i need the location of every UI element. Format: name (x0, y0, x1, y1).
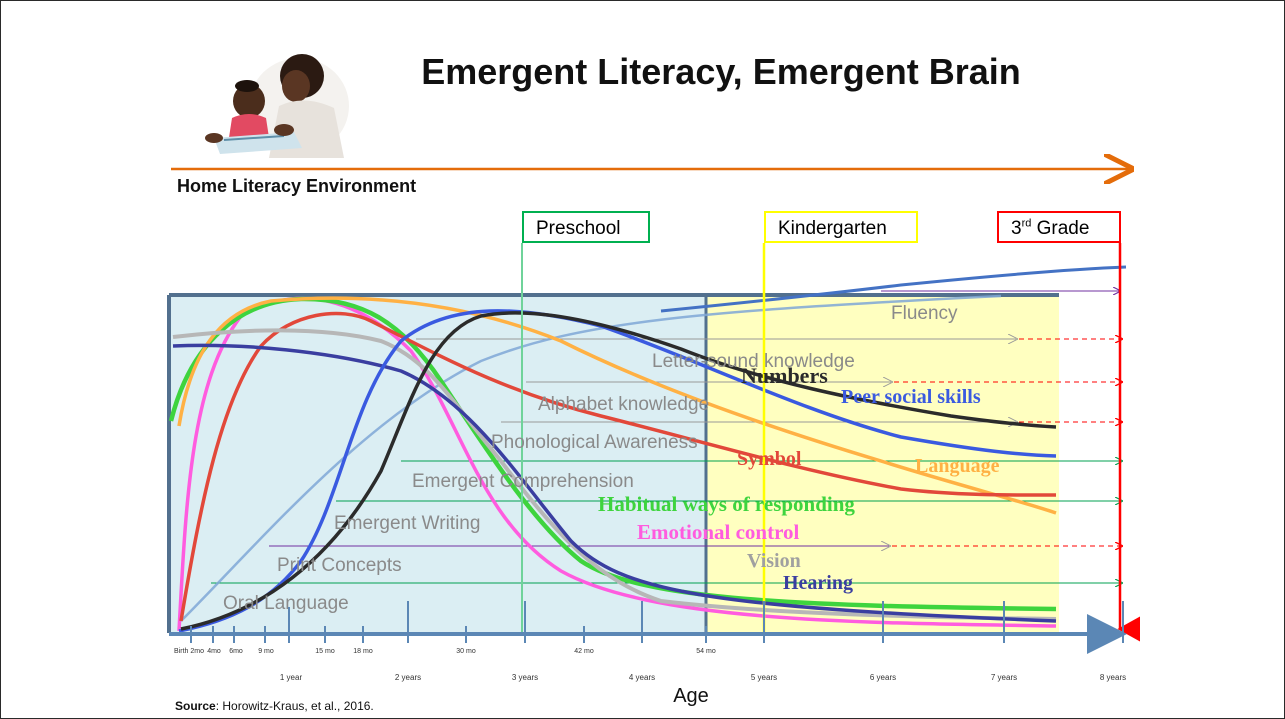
tick-4mo: 4mo (207, 648, 221, 655)
curve-orange (177, 296, 1057, 515)
tick-2-years: 2 years (395, 673, 421, 682)
source-text: : Horowitz-Kraus, et al., 2016. (215, 699, 374, 713)
label-hearing: Hearing (783, 572, 853, 594)
label-comprehension: Emergent Comprehension (412, 471, 634, 492)
preschool-box: Preschool (522, 211, 650, 243)
development-curves (168, 265, 1127, 633)
label-alphabet: Alphabet knowledge (538, 394, 709, 415)
curve-black (180, 311, 1057, 631)
mother-child-photo (184, 46, 356, 158)
label-print: Print Concepts (277, 555, 402, 576)
tick-1-year: 1 year (280, 673, 303, 682)
label-vision: Vision (747, 550, 801, 572)
tick-5-years: 5 years (751, 673, 777, 682)
label-letter-sound: Letter-sound knowledge (652, 351, 855, 372)
tick-8-years: 8 years (1100, 673, 1126, 682)
tick-7-years: 7 years (991, 673, 1017, 682)
tick-15mo: 15 mo (315, 648, 335, 655)
tick-18mo: 18 mo (353, 648, 373, 655)
label-phonological: Phonological Awareness (491, 432, 698, 453)
kindergarten-label: Kindergarten (778, 218, 887, 239)
source-bold: Source (175, 699, 216, 713)
label-emotional: Emotional control (637, 520, 800, 544)
label-numbers: Numbers (741, 363, 828, 388)
tick-42mo: 42 mo (574, 648, 594, 655)
preschool-label: Preschool (536, 218, 621, 239)
tick-6mo: 6mo (229, 648, 243, 655)
label-language: Language (915, 455, 1000, 477)
slide-title: Emergent Literacy, Emergent Brain (421, 51, 1021, 92)
age-axis-title: Age (673, 685, 709, 707)
tick-3-years: 3 years (512, 673, 538, 682)
curve-gray (172, 328, 1057, 621)
label-writing: Emergent Writing (334, 513, 480, 534)
curve-steel-blue (660, 265, 1127, 313)
source-citation: Source: Horowitz-Kraus, et al., 2016. (175, 699, 374, 713)
label-habitual: Habitual ways of responding (598, 492, 855, 516)
third-grade-superscript: rd (1021, 217, 1032, 230)
curve-light-blue (180, 294, 1002, 622)
label-fluency: Fluency (891, 303, 958, 324)
third-grade-box: 3rd Grade (997, 211, 1121, 243)
age-axis: Birth 2mo 4mo 6mo 9 mo 15 mo 18 mo 30 mo… (169, 601, 1127, 682)
tick-30mo: 30 mo (456, 648, 476, 655)
label-symbol: Symbol (737, 448, 802, 470)
label-peer-social: Peer social skills (841, 386, 981, 408)
third-grade-word: Grade (1031, 218, 1090, 239)
curve-red (179, 311, 1057, 622)
kindergarten-box: Kindergarten (764, 211, 918, 243)
curve-pink (177, 296, 1057, 632)
tick-birth-2mo: Birth 2mo (174, 648, 204, 655)
tick-9mo: 9 mo (258, 648, 274, 655)
curve-dark-navy (172, 343, 1057, 623)
third-grade-number: 3 (1011, 218, 1022, 239)
tick-4-years: 4 years (629, 673, 655, 682)
home-literacy-label: Home Literacy Environment (177, 176, 417, 196)
curve-blue (178, 309, 1057, 633)
tick-6-years: 6 years (870, 673, 896, 682)
tick-54mo: 54 mo (696, 648, 716, 655)
label-oral: Oral Language (223, 593, 349, 614)
